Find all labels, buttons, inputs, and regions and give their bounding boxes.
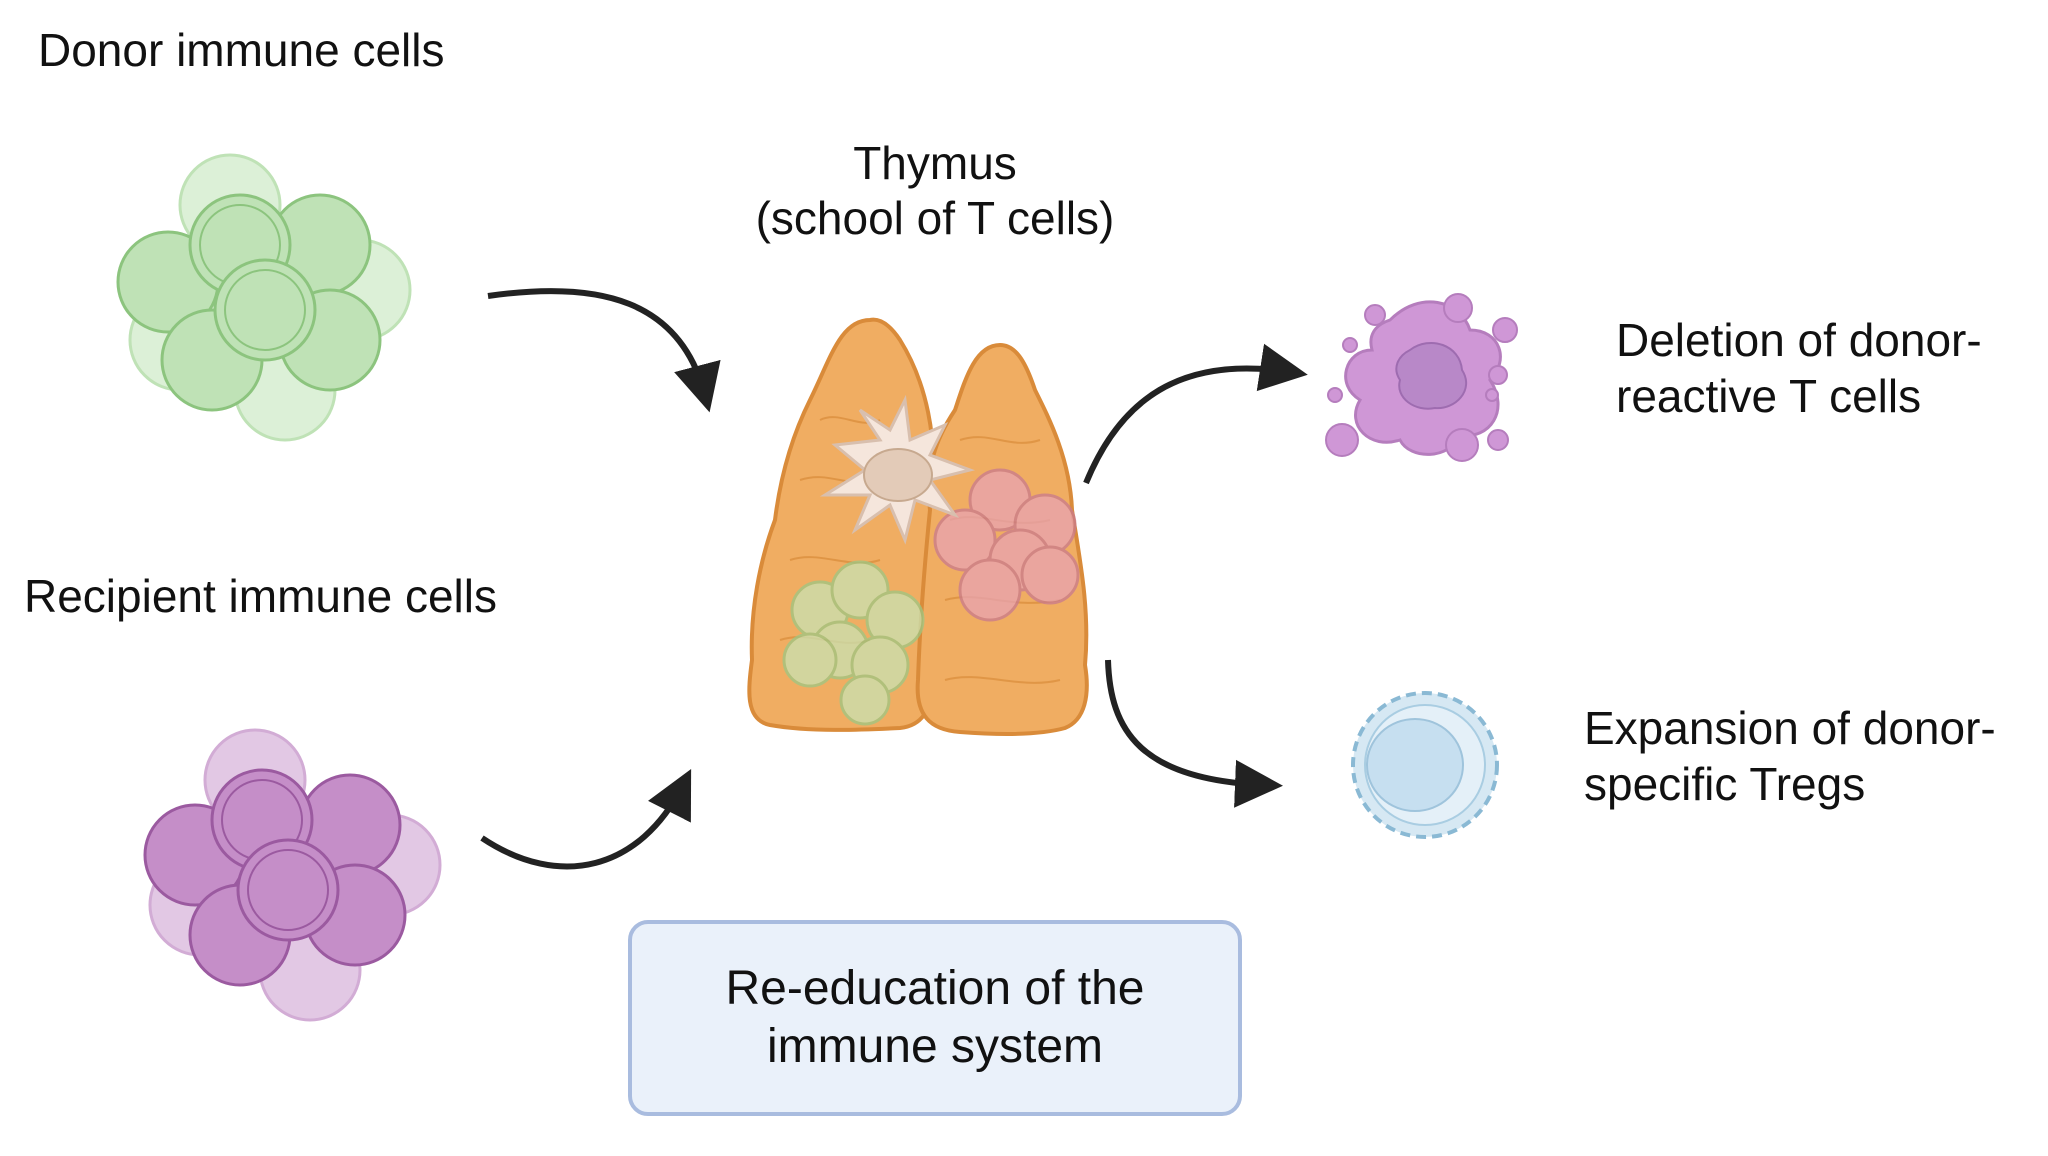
recipient-cells-label: Recipient immune cells: [24, 570, 497, 622]
deletion-label-line1: Deletion of donor-: [1616, 314, 1982, 366]
thymus-title: Thymus: [853, 137, 1017, 189]
reeducation-box: Re-education of the immune system: [628, 920, 1242, 1116]
arrow-thymus-to-deletion: [1083, 343, 1308, 485]
arrow-recipient-to-thymus: [480, 768, 692, 870]
thymus-subtitle: (school of T cells): [755, 192, 1115, 244]
deletion-label-line2: reactive T cells: [1616, 370, 1922, 422]
apoptotic-cell-icon: [1325, 293, 1518, 462]
reeducation-label: Re-education of the immune system: [725, 962, 1145, 1073]
arrow-thymus-to-expansion: [1105, 659, 1283, 808]
treg-cell-icon: [1351, 691, 1499, 839]
thymus-icon: [747, 317, 1089, 736]
donor-cells-label: Donor immune cells: [38, 24, 445, 76]
arrow-donor-to-thymus: [487, 288, 721, 413]
donor-cell-cluster-icon: [116, 153, 412, 442]
expansion-label-line1: Expansion of donor-: [1584, 702, 1996, 754]
recipient-cell-cluster-icon: [143, 728, 442, 1022]
expansion-label-line2: specific Tregs: [1584, 758, 1866, 810]
